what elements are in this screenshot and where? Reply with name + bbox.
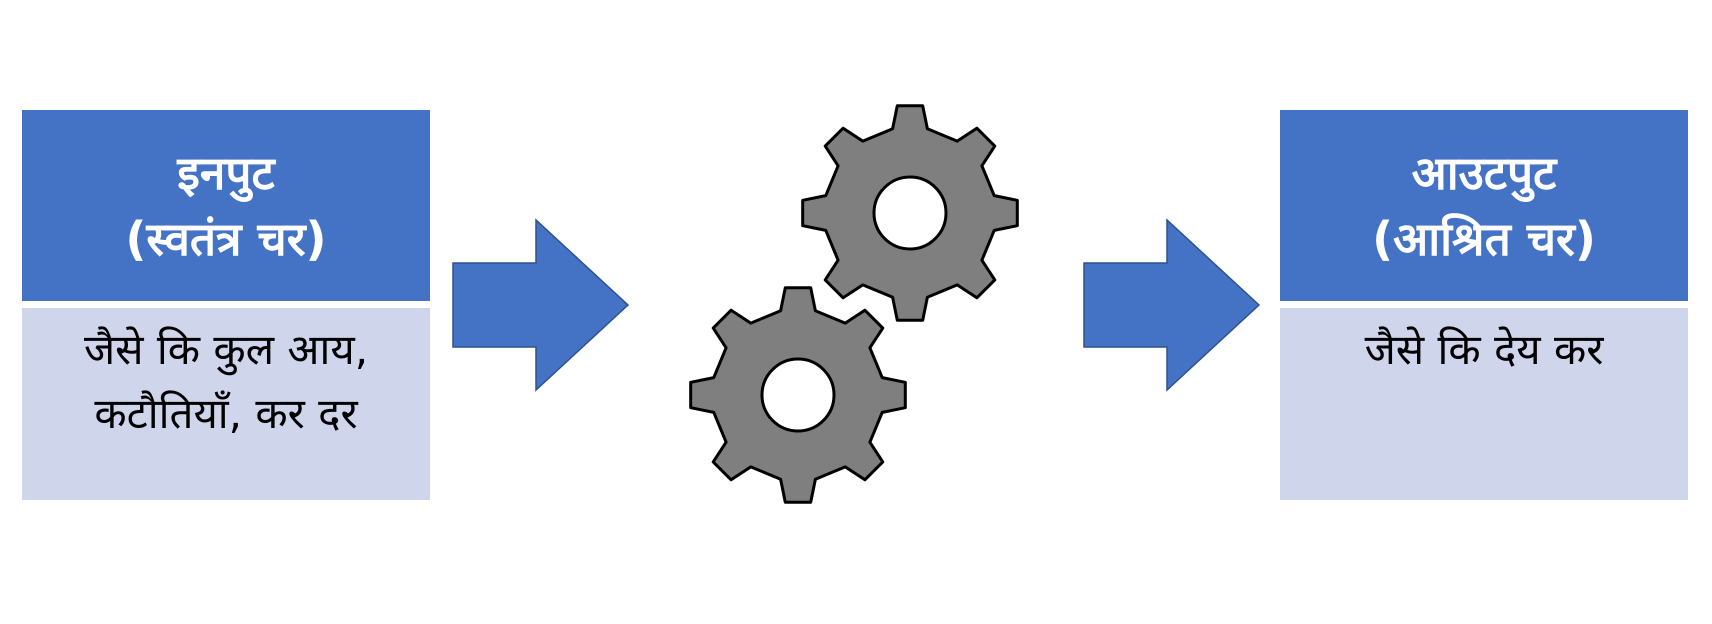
input-title: इनपुट [177, 145, 275, 200]
arrow-right-icon [452, 218, 630, 392]
output-subtitle: (आश्रित चर) [1372, 211, 1596, 266]
gear-hole [872, 175, 948, 251]
input-example-line-1: जैसे कि कुल आय, [83, 325, 369, 374]
input-subtitle: (स्वतंत्र चर) [125, 211, 327, 266]
gear-icon [801, 104, 1019, 322]
input-header: इनपुट (स्वतंत्र चर) [22, 110, 430, 301]
input-example-line-2: कटौतियाँ, कर दर [94, 389, 358, 438]
output-examples: जैसे कि देय कर [1280, 308, 1688, 500]
input-box: इनपुट (स्वतंत्र चर) जैसे कि कुल आय, कटौत… [22, 110, 430, 500]
output-title: आउटपुट [1411, 145, 1557, 200]
input-examples: जैसे कि कुल आय, कटौतियाँ, कर दर [22, 308, 430, 500]
gear-icon [689, 286, 907, 504]
output-example-line-1: जैसे कि देय कर [1364, 325, 1604, 374]
output-box: आउटपुट (आश्रित चर) जैसे कि देय कर [1280, 110, 1688, 500]
output-header: आउटपुट (आश्रित चर) [1280, 110, 1688, 301]
arrow-right-icon [1083, 218, 1261, 392]
gear-hole [760, 357, 836, 433]
